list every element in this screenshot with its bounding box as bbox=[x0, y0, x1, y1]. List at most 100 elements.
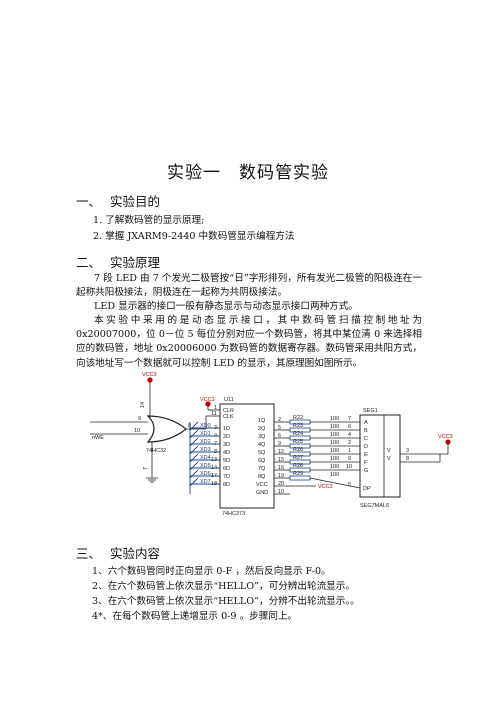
section-3-heading: 三、实验内容 bbox=[76, 543, 160, 562]
res-value-5: 100 bbox=[330, 448, 339, 454]
res-value-3: 100 bbox=[330, 432, 339, 438]
seg-v-2: V bbox=[387, 456, 391, 462]
vcc-top-label: VCC3 bbox=[142, 372, 157, 378]
or-gate-symbol bbox=[146, 415, 187, 443]
section-2-title: 实验原理 bbox=[110, 255, 161, 270]
seg-num-1: 7 bbox=[348, 416, 351, 422]
latch-74hc273-box bbox=[219, 403, 275, 509]
latch-num-1: 1 bbox=[214, 405, 217, 411]
resistor-r29: R29 bbox=[293, 471, 303, 477]
or-pin-10: 10 bbox=[134, 428, 140, 434]
latch-num-r19: 19 bbox=[278, 473, 284, 479]
seg-pin-b: B bbox=[364, 428, 368, 434]
or-gate-label: 74HC32 bbox=[146, 448, 166, 454]
seg-pin-g: G bbox=[364, 468, 368, 474]
seg-num-6: 9 bbox=[348, 456, 351, 462]
content-item-4: 4*、在每个数码管上递增显示 0-9 。步骤同上。 bbox=[92, 611, 298, 622]
res-value-2: 100 bbox=[330, 424, 339, 430]
seg-pin-d: D bbox=[364, 444, 368, 450]
latch-pin-vcc: VCC bbox=[256, 482, 268, 488]
seg-pin-e: E bbox=[364, 452, 368, 458]
latch-pin-4q: 4Q bbox=[258, 442, 266, 448]
seg-out-8: 8 bbox=[406, 456, 409, 462]
latch-pin-gnd: GND bbox=[256, 490, 268, 496]
latch-num-r2: 2 bbox=[278, 417, 281, 423]
resistor-r27: R27 bbox=[293, 455, 303, 461]
section-2-number: 二、 bbox=[76, 255, 102, 270]
latch-pin-8q: 8Q bbox=[258, 474, 266, 480]
latch-num-r6: 6 bbox=[278, 433, 281, 439]
seg7-display-box bbox=[359, 414, 401, 498]
latch-pin-1d: 1D bbox=[223, 426, 230, 432]
principle-paragraph-1: 7 段 LED 由 7 个发光二极管按“日”字形排列，所有发光二极管的阳极连在一… bbox=[76, 273, 422, 299]
latch-num-r15: 15 bbox=[278, 457, 284, 463]
seg-pin-c: C bbox=[364, 436, 368, 442]
section-2-heading: 二、实验原理 bbox=[76, 252, 160, 271]
latch-num-r20: 20 bbox=[278, 481, 284, 487]
principle-paragraph-3: 本实验中采用的是动态显示接口，其中数码管扫描控制地址为 0x20007000，位… bbox=[76, 315, 422, 369]
latch-pin-clr: CLR bbox=[223, 408, 234, 414]
seg-ref: SEG1 bbox=[363, 408, 378, 414]
seg-pin-a: A bbox=[364, 420, 368, 426]
res-value-7: 100 bbox=[330, 464, 339, 470]
latch-label: 74HC273 bbox=[222, 511, 245, 517]
res-value-8: 100 bbox=[330, 472, 339, 478]
or-pin-14: 14 bbox=[140, 402, 146, 408]
resistor-r24: R24 bbox=[293, 431, 303, 437]
resistor-r22: R22 bbox=[293, 415, 303, 421]
latch-num-r16: 16 bbox=[278, 465, 284, 471]
content-item-3: 3、在六个数码管上依次显示“HELLO”，分辨不出轮流显示。。 bbox=[92, 596, 360, 607]
seg-num-7: 10 bbox=[346, 464, 352, 470]
section-1-number: 一、 bbox=[76, 194, 102, 209]
latch-pin-3d: 3D bbox=[223, 442, 230, 448]
latch-num-r5: 5 bbox=[278, 425, 281, 431]
latch-pin-2d: 2D bbox=[223, 434, 230, 440]
section-1-title: 实验目的 bbox=[110, 194, 161, 209]
latch-num-r12: 12 bbox=[278, 449, 284, 455]
latch-pin-6d: 6D bbox=[223, 466, 230, 472]
content-item-1: 1、六个数码管同时正向显示 0-F ，然后反向显示 F-0。 bbox=[92, 566, 331, 577]
data-label-xd2: XD2 bbox=[200, 439, 211, 445]
latch-pin-7d: 7D bbox=[223, 474, 230, 480]
data-label-xd3: XD3 bbox=[200, 447, 211, 453]
or-pin-8: 8 bbox=[188, 423, 191, 429]
vcc-out-label: VCC3 bbox=[438, 434, 453, 440]
resistor-r25: R25 bbox=[293, 439, 303, 445]
latch-pin-3q: 3Q bbox=[258, 434, 266, 440]
section-3-title: 实验内容 bbox=[110, 546, 161, 561]
vcc-latch-label: VCC3 bbox=[318, 484, 333, 490]
document-title: 实验一 数码管实验 bbox=[167, 163, 329, 183]
latch-num-r10: 10 bbox=[278, 489, 284, 495]
latch-pin-4d: 4D bbox=[223, 450, 230, 456]
seg-pin-f: F bbox=[364, 460, 368, 466]
led-schematic-diagram: VCC3 14 nWE 9 10 74HC32 7 8 VCC3 U11 74H… bbox=[90, 372, 453, 517]
latch-pin-6q: 6Q bbox=[258, 458, 266, 464]
or-pin-9: 9 bbox=[138, 416, 141, 422]
objective-item-2: 2. 掌握 JXARM9-2440 中数码管显示编程方法 bbox=[93, 231, 295, 242]
res-value-4: 100 bbox=[330, 440, 339, 446]
objective-item-1: 1. 了解数码管的显示原理; bbox=[93, 215, 205, 226]
vcc-out-dot bbox=[445, 439, 451, 445]
latch-pin-5q: 5Q bbox=[258, 450, 266, 456]
resistor-r28: R28 bbox=[293, 463, 303, 469]
seg-num-4: 2 bbox=[348, 440, 351, 446]
content-item-2: 2、在六个数码管上依次显示“HELLO”，可分辨出轮流显示。 bbox=[92, 581, 355, 592]
vcc-left-dot bbox=[205, 401, 211, 407]
seg-v-1: V bbox=[387, 448, 391, 454]
principle-paragraph-2: LED 显示器的接口一般有静态显示与动态显示接口两种方式。 bbox=[94, 301, 358, 312]
data-label-xd6: XD6 bbox=[200, 471, 211, 477]
data-label-xd5: XD5 bbox=[200, 463, 211, 469]
latch-ref: U11 bbox=[224, 397, 234, 403]
vcc-top-dot bbox=[147, 377, 153, 383]
latch-num-11: 11 bbox=[211, 411, 217, 417]
res-value-6: 100 bbox=[330, 456, 339, 462]
seg-out-3: 3 bbox=[406, 448, 409, 454]
seg-num-8: 5 bbox=[348, 482, 351, 488]
section-3-number: 三、 bbox=[76, 546, 102, 561]
latch-num-r9: 9 bbox=[278, 441, 281, 447]
vcc-left-label: VCC3 bbox=[200, 397, 215, 403]
latch-pin-1q: 1Q bbox=[258, 418, 266, 424]
resistor-r23: R23 bbox=[293, 423, 303, 429]
seg-pin-dp: DP bbox=[363, 486, 371, 492]
